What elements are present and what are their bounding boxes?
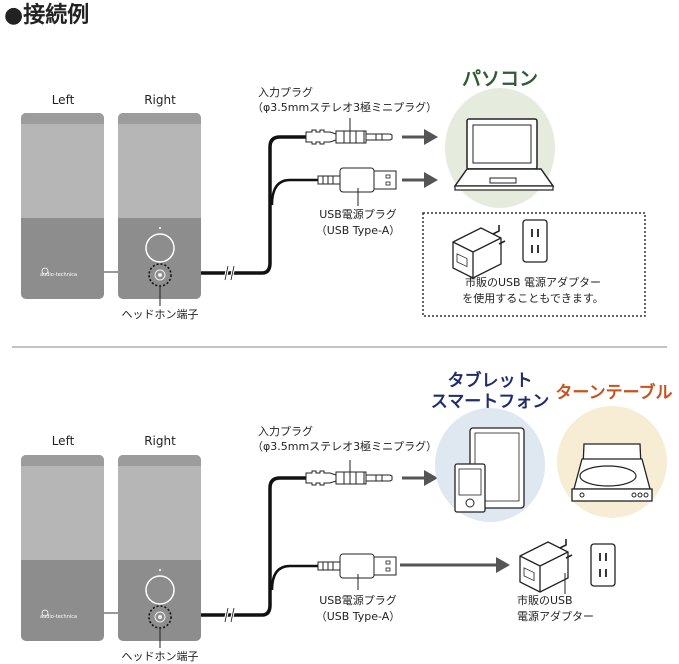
left-label: Left	[51, 434, 75, 448]
arrow-icon	[400, 127, 440, 147]
input-plug-spec: （φ3.5mmステレオ3極ミニプラグ）	[252, 440, 438, 453]
arrow-icon	[400, 170, 440, 190]
usb-plug-icon	[317, 553, 397, 579]
arrow-icon	[400, 468, 440, 488]
input-plug-spec: （φ3.5mmステレオ3極ミニプラグ）	[252, 101, 438, 114]
turntable-icon	[571, 443, 653, 502]
usb-plug-spec: （USB Type-A）	[315, 610, 401, 623]
outlet-icon	[590, 543, 616, 587]
outlet-icon	[522, 219, 548, 263]
usb-plug-label: USB電源プラグ	[319, 594, 397, 607]
headphone-jack-label: ヘッドホン端子	[121, 650, 199, 663]
usb-cable	[270, 564, 320, 591]
audio-cable	[201, 135, 306, 275]
section-tablet-turntable	[20, 406, 667, 648]
usb-plug-label: USB電源プラグ	[319, 208, 397, 221]
usb-adapter-icon	[519, 538, 573, 593]
input-plug-label: 入力プラグ	[258, 425, 313, 438]
right-label: Right	[144, 93, 176, 107]
usb-plug-icon	[317, 167, 397, 193]
turntable-label: ターンテーブル	[555, 383, 673, 403]
headphone-jack-label: ヘッドホン端子	[121, 308, 199, 321]
mini-plug-icon	[305, 470, 393, 486]
right-speaker	[117, 454, 202, 642]
usb-adapter-icon	[452, 224, 506, 279]
tablet-label: タブレット	[447, 371, 533, 391]
page-title: ●接続例	[4, 3, 90, 28]
audio-cable	[201, 476, 306, 617]
pc-label: パソコン	[461, 68, 539, 90]
left-label: Left	[51, 93, 75, 107]
brand-logo: audio-technica	[40, 614, 78, 620]
right-speaker	[117, 112, 202, 300]
usb-plug-spec: （USB Type-A）	[315, 224, 401, 237]
usb-cable	[270, 178, 320, 206]
right-label: Right	[144, 434, 176, 448]
mini-plug-icon	[305, 129, 393, 145]
adapter-label-line1: 市販のUSB	[517, 594, 573, 607]
brand-logo: audio-technica	[40, 272, 78, 278]
adapter-note-box	[422, 212, 646, 317]
laptop-icon	[453, 118, 555, 191]
adapter-note-line2: を使用することもできます。	[462, 292, 604, 305]
smartphone-label: スマートフォン	[430, 392, 550, 412]
input-plug-label: 入力プラグ	[258, 86, 313, 99]
arrow-icon	[400, 557, 510, 573]
adapter-label-line2: 電源アダプター	[517, 610, 594, 623]
section-pc	[20, 88, 646, 317]
adapter-note-line1: 市販のUSB 電源アダプター	[464, 276, 602, 289]
tablet-smartphone-icon	[454, 427, 525, 513]
